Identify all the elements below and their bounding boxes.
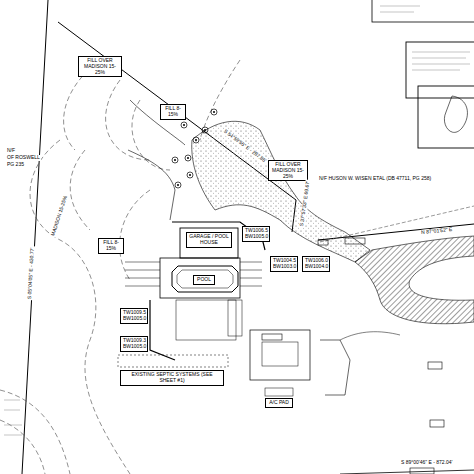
fill-area-label: FILL OVER MADISON 15-25%	[268, 160, 308, 181]
property-line	[340, 470, 474, 474]
fill-area-label: FILL 8-15%	[160, 104, 186, 120]
wall-elevation: TW1009.5 BW1005.0	[120, 308, 148, 324]
box-text: EXISTING SEPTIC SYSTEMS (SEE SHEET #1)	[123, 372, 221, 384]
tree-symbols	[172, 109, 217, 188]
pool-label: POOL	[193, 275, 215, 285]
contour-lines	[0, 60, 240, 474]
box-text: TW1009.3 BW1005.0	[123, 338, 145, 350]
bearing-dimension: S 89°00'46" E - 872.04'	[400, 460, 454, 466]
box-text: GARAGE / POOL HOUSE	[189, 234, 229, 246]
box-text: TW1004.5 BW1003.0	[273, 258, 295, 270]
owner-note: N/F HUSON W. WISEN ETAL (DB 47711, PG 25…	[318, 176, 432, 182]
wall-elevation: TW1004.5 BW1003.0	[270, 256, 298, 272]
owner-note: OF ROSWELL	[6, 155, 41, 161]
box-text: FILL OVER MADISON 15-25%	[271, 162, 305, 179]
hatched-drive	[355, 236, 474, 324]
property-line	[22, 0, 48, 474]
septic-label: EXISTING SEPTIC SYSTEMS (SEE SHEET #1)	[120, 370, 224, 386]
fill-area-label: FILL 8-15%	[98, 238, 124, 254]
owner-note: PG 235	[6, 162, 25, 168]
building-label: GARAGE / POOL HOUSE	[186, 232, 232, 248]
box-text: TW1006.5 BW1005.0	[245, 228, 267, 240]
box-text: POOL	[196, 277, 212, 283]
box-text: TW1009.5 BW1005.0	[123, 310, 145, 322]
bearing-dimension: N 87°01'52" E	[420, 227, 454, 236]
wall-elevation: TW1006.0 BW1004.0	[302, 256, 330, 272]
box-text: FILL 8-15%	[101, 240, 121, 252]
wall-elevation: TW1009.3 BW1005.0	[120, 336, 148, 352]
box-text: TW1006.0 BW1004.0	[305, 258, 327, 270]
box-text: FILL 8-15%	[163, 106, 183, 118]
bearing-dimension: S 05°04'05" E - 430.77'	[27, 247, 36, 301]
box-text: FILL OVER MADISON 15-25%	[81, 58, 119, 75]
box-text: A/C PAD	[268, 400, 290, 406]
owner-note: N/F	[6, 148, 16, 154]
soil-label: MADISON 15-25%	[50, 194, 69, 238]
fill-area-label: FILL OVER MADISON 15-25%	[78, 56, 122, 77]
pool	[172, 266, 238, 292]
pad-label: A/C PAD	[265, 398, 293, 408]
wall-elevation: TW1006.5 BW1005.0	[242, 226, 270, 242]
building	[180, 228, 238, 258]
